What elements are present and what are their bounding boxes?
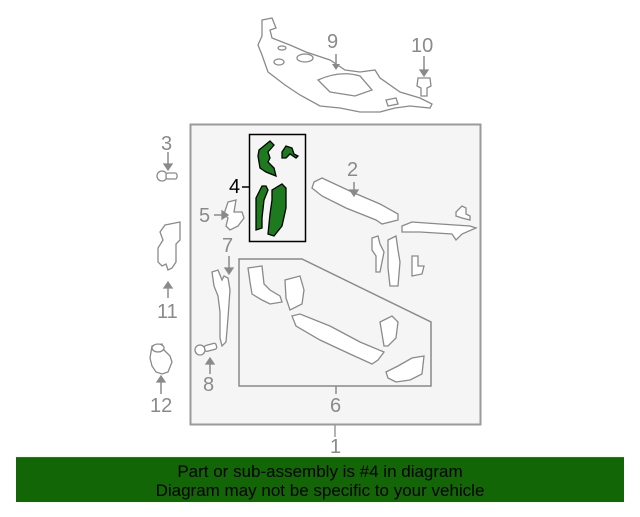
callout-10: 10 <box>411 35 434 57</box>
part-11-bracket <box>157 221 181 298</box>
part-6-lower-support <box>247 265 425 383</box>
callout-12: 12 <box>150 395 173 417</box>
part-3-bolt <box>156 152 178 182</box>
part-5-bracket <box>214 199 245 231</box>
callout-2: 2 <box>347 159 359 181</box>
callout-4: 4 <box>229 176 241 198</box>
part-9-engine-undercover <box>257 17 433 113</box>
part-2-upper-support <box>311 177 478 287</box>
callout-1: 1 <box>330 436 342 458</box>
callout-3: 3 <box>161 133 173 155</box>
callout-6: 6 <box>330 395 342 417</box>
part-7-stay <box>211 256 235 348</box>
part-8-bolt <box>194 342 218 374</box>
info-banner: Part or sub-assembly is #4 in diagram Di… <box>16 457 624 502</box>
callout-9: 9 <box>327 31 339 53</box>
part-10-clip <box>416 56 432 97</box>
callout-7: 7 <box>222 235 234 257</box>
part-12-sensor <box>149 343 173 394</box>
banner-line-disclaimer: Diagram may not be specific to your vehi… <box>155 481 485 500</box>
part-4-highlighted-brackets <box>255 140 300 237</box>
callout-5: 5 <box>199 205 211 227</box>
callout-11: 11 <box>157 301 178 323</box>
callout-8: 8 <box>203 374 215 396</box>
banner-line-part-number: Part or sub-assembly is #4 in diagram <box>177 462 463 481</box>
